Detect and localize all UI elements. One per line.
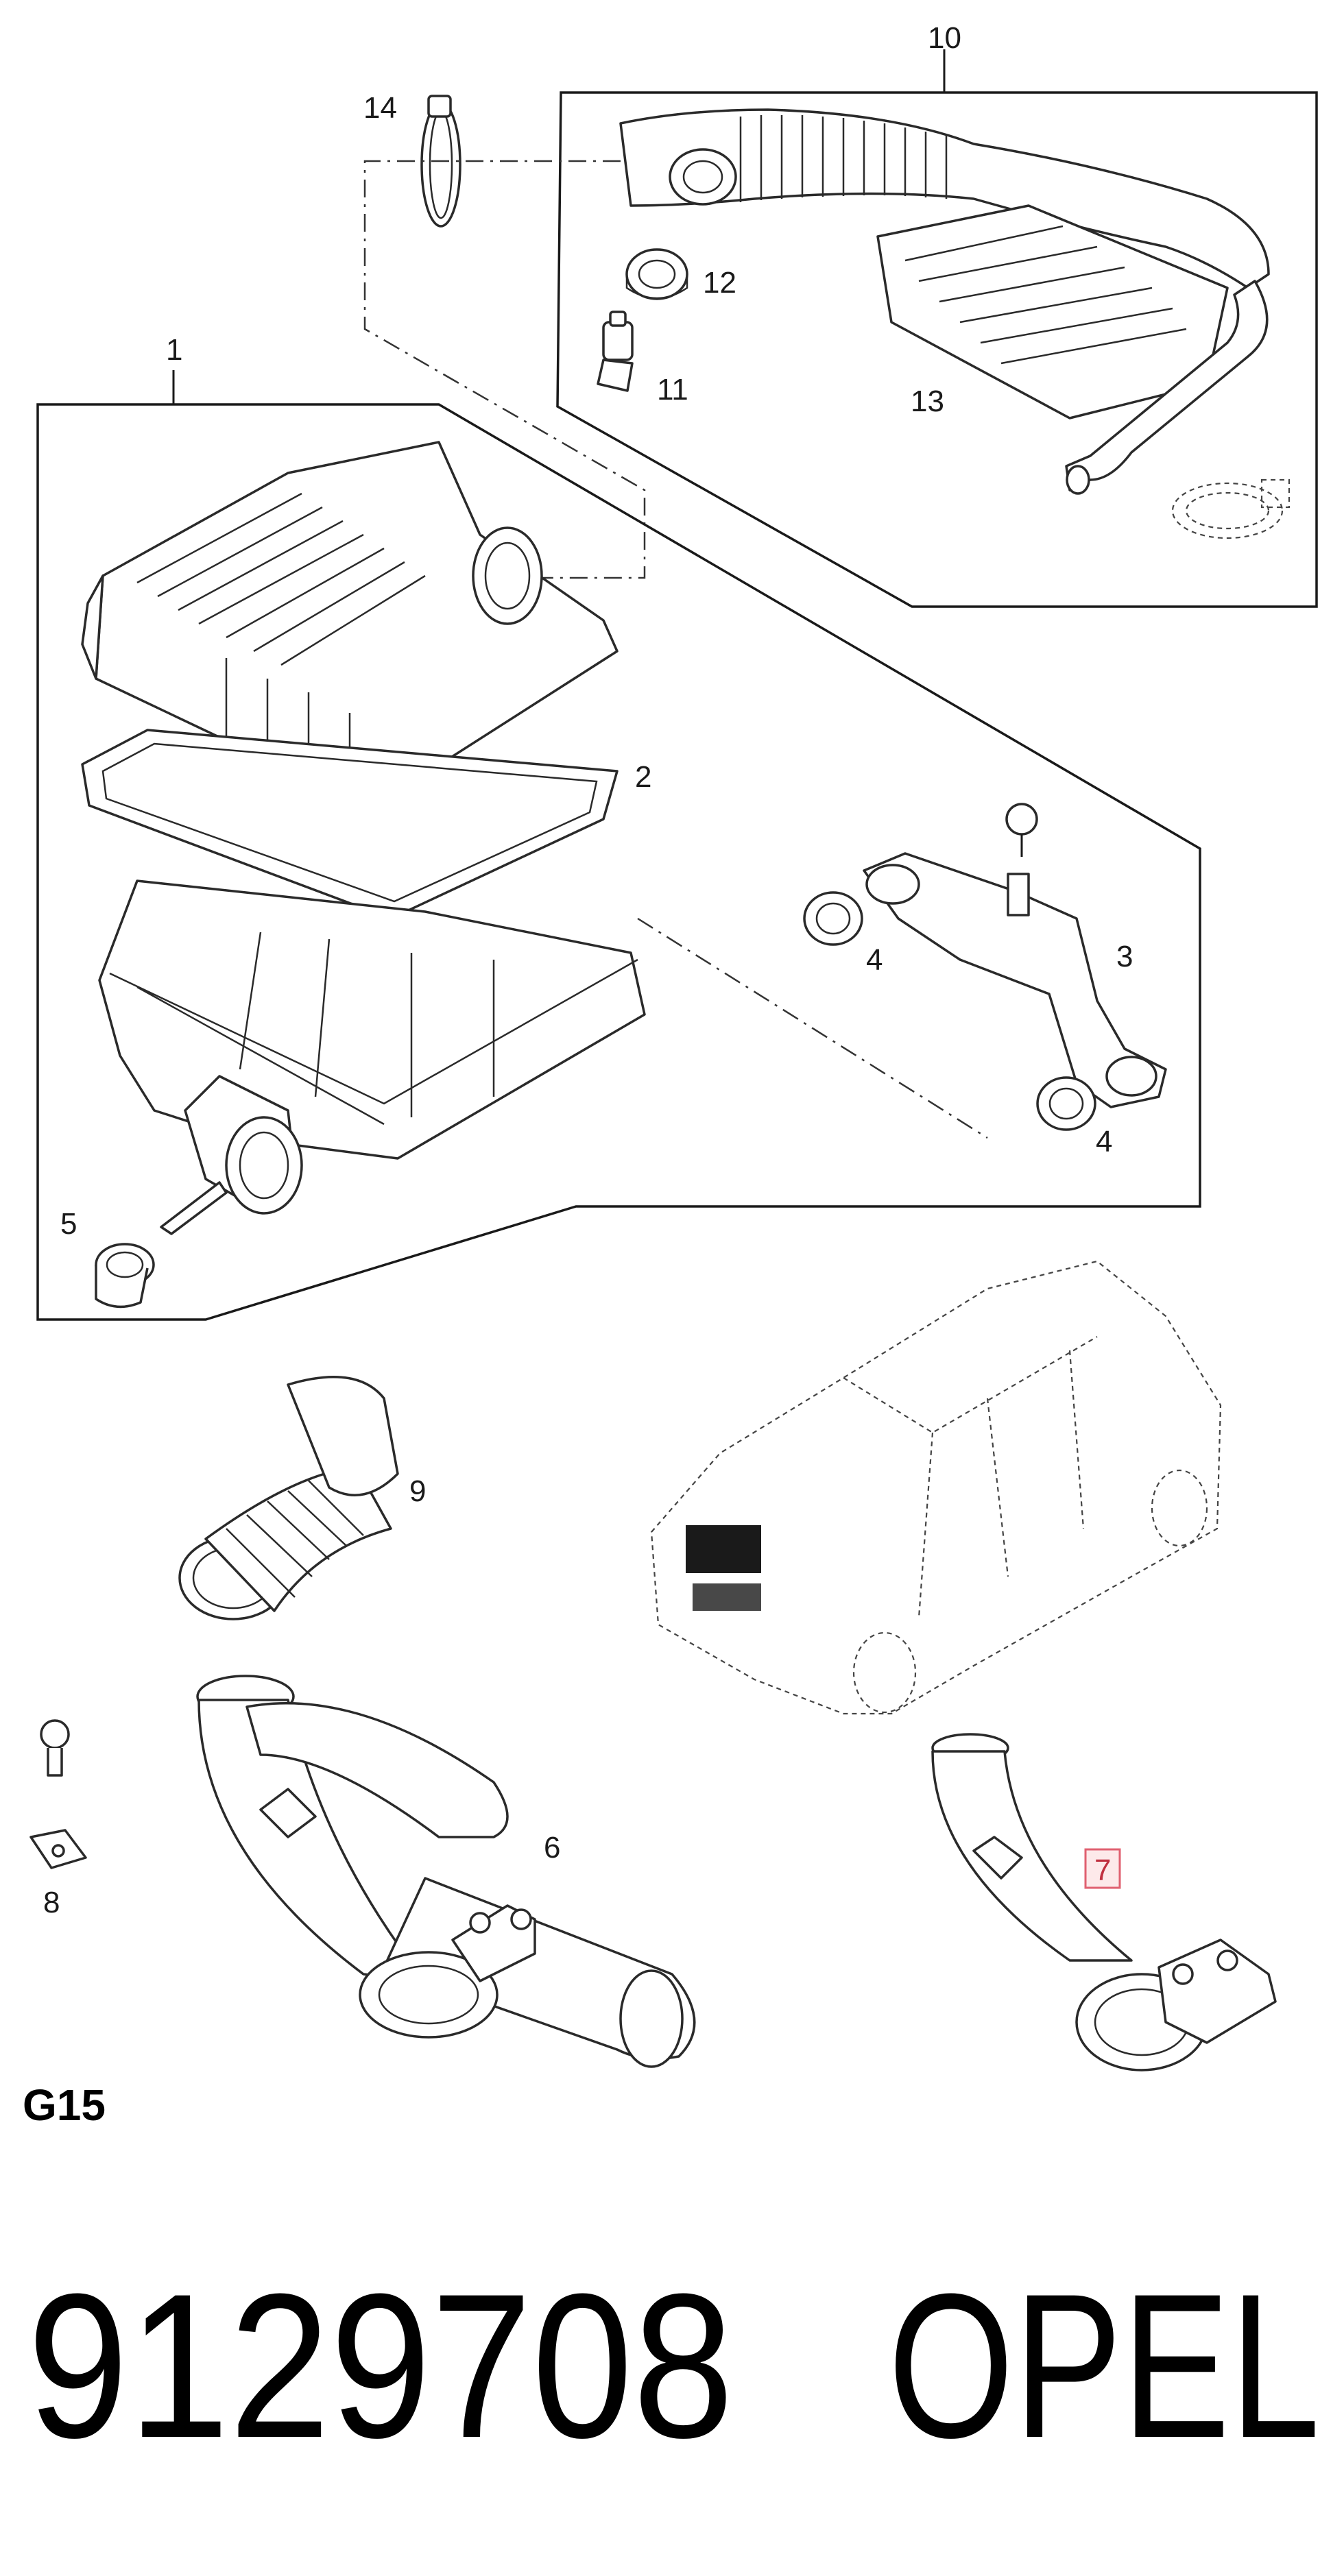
- callout-10: 10: [928, 21, 961, 55]
- air-filter-housing-part-1: [81, 441, 619, 810]
- callout-5: 5: [60, 1207, 77, 1241]
- grommet-part-4-upper: [803, 891, 863, 946]
- assembly-1-frame: [36, 370, 1201, 1321]
- air-filter-housing-lower: [98, 879, 646, 1235]
- callout-11: 11: [657, 373, 688, 406]
- callout-1: 1: [166, 333, 182, 367]
- callout-7-highlight-box: [1084, 1848, 1121, 1889]
- vehicle-outline: [650, 1260, 1222, 1715]
- callout-4-lower: 4: [1096, 1125, 1112, 1158]
- callout-13: 13: [911, 385, 944, 418]
- intake-duct-part-7: [931, 1733, 1277, 2071]
- sensor-part-11: [597, 311, 634, 392]
- callout-9: 9: [409, 1474, 426, 1508]
- callout-14: 14: [363, 91, 397, 125]
- grommet-part-4-lower: [1036, 1076, 1096, 1131]
- bracket-part-3: [863, 803, 1167, 1108]
- assembly-10-frame: [556, 49, 1318, 608]
- clamp-outline-ghost: [1171, 478, 1291, 539]
- intake-duct-part-6: [196, 1675, 696, 2068]
- section-code: G15: [23, 2080, 106, 2130]
- callout-12: 12: [703, 266, 736, 300]
- plug-part-5: [95, 1243, 155, 1309]
- brand-name: OPEL: [888, 2250, 1320, 2481]
- callout-2: 2: [635, 760, 651, 794]
- callout-4-upper: 4: [866, 943, 883, 977]
- hose-clamp-part-14: [420, 95, 461, 228]
- callout-3: 3: [1116, 940, 1133, 973]
- filter-element-part-2: [81, 729, 619, 920]
- callout-6: 6: [544, 1831, 560, 1864]
- hose-part-9: [178, 1376, 399, 1620]
- callout-labels: 10 14 12 11 13 1 2 3 4 4 5 9 6 8 7: [43, 21, 1133, 1919]
- clip-nut-part-8: [29, 1829, 87, 1869]
- grommet-part-12: [625, 248, 688, 300]
- part-number: 9129708: [27, 2250, 734, 2481]
- callout-8: 8: [43, 1886, 60, 1919]
- screw-part-8: [40, 1719, 70, 1777]
- intake-hose-part-10: [619, 108, 1270, 495]
- connection-lines: [363, 160, 988, 1139]
- callout-7: 7: [1094, 1854, 1111, 1887]
